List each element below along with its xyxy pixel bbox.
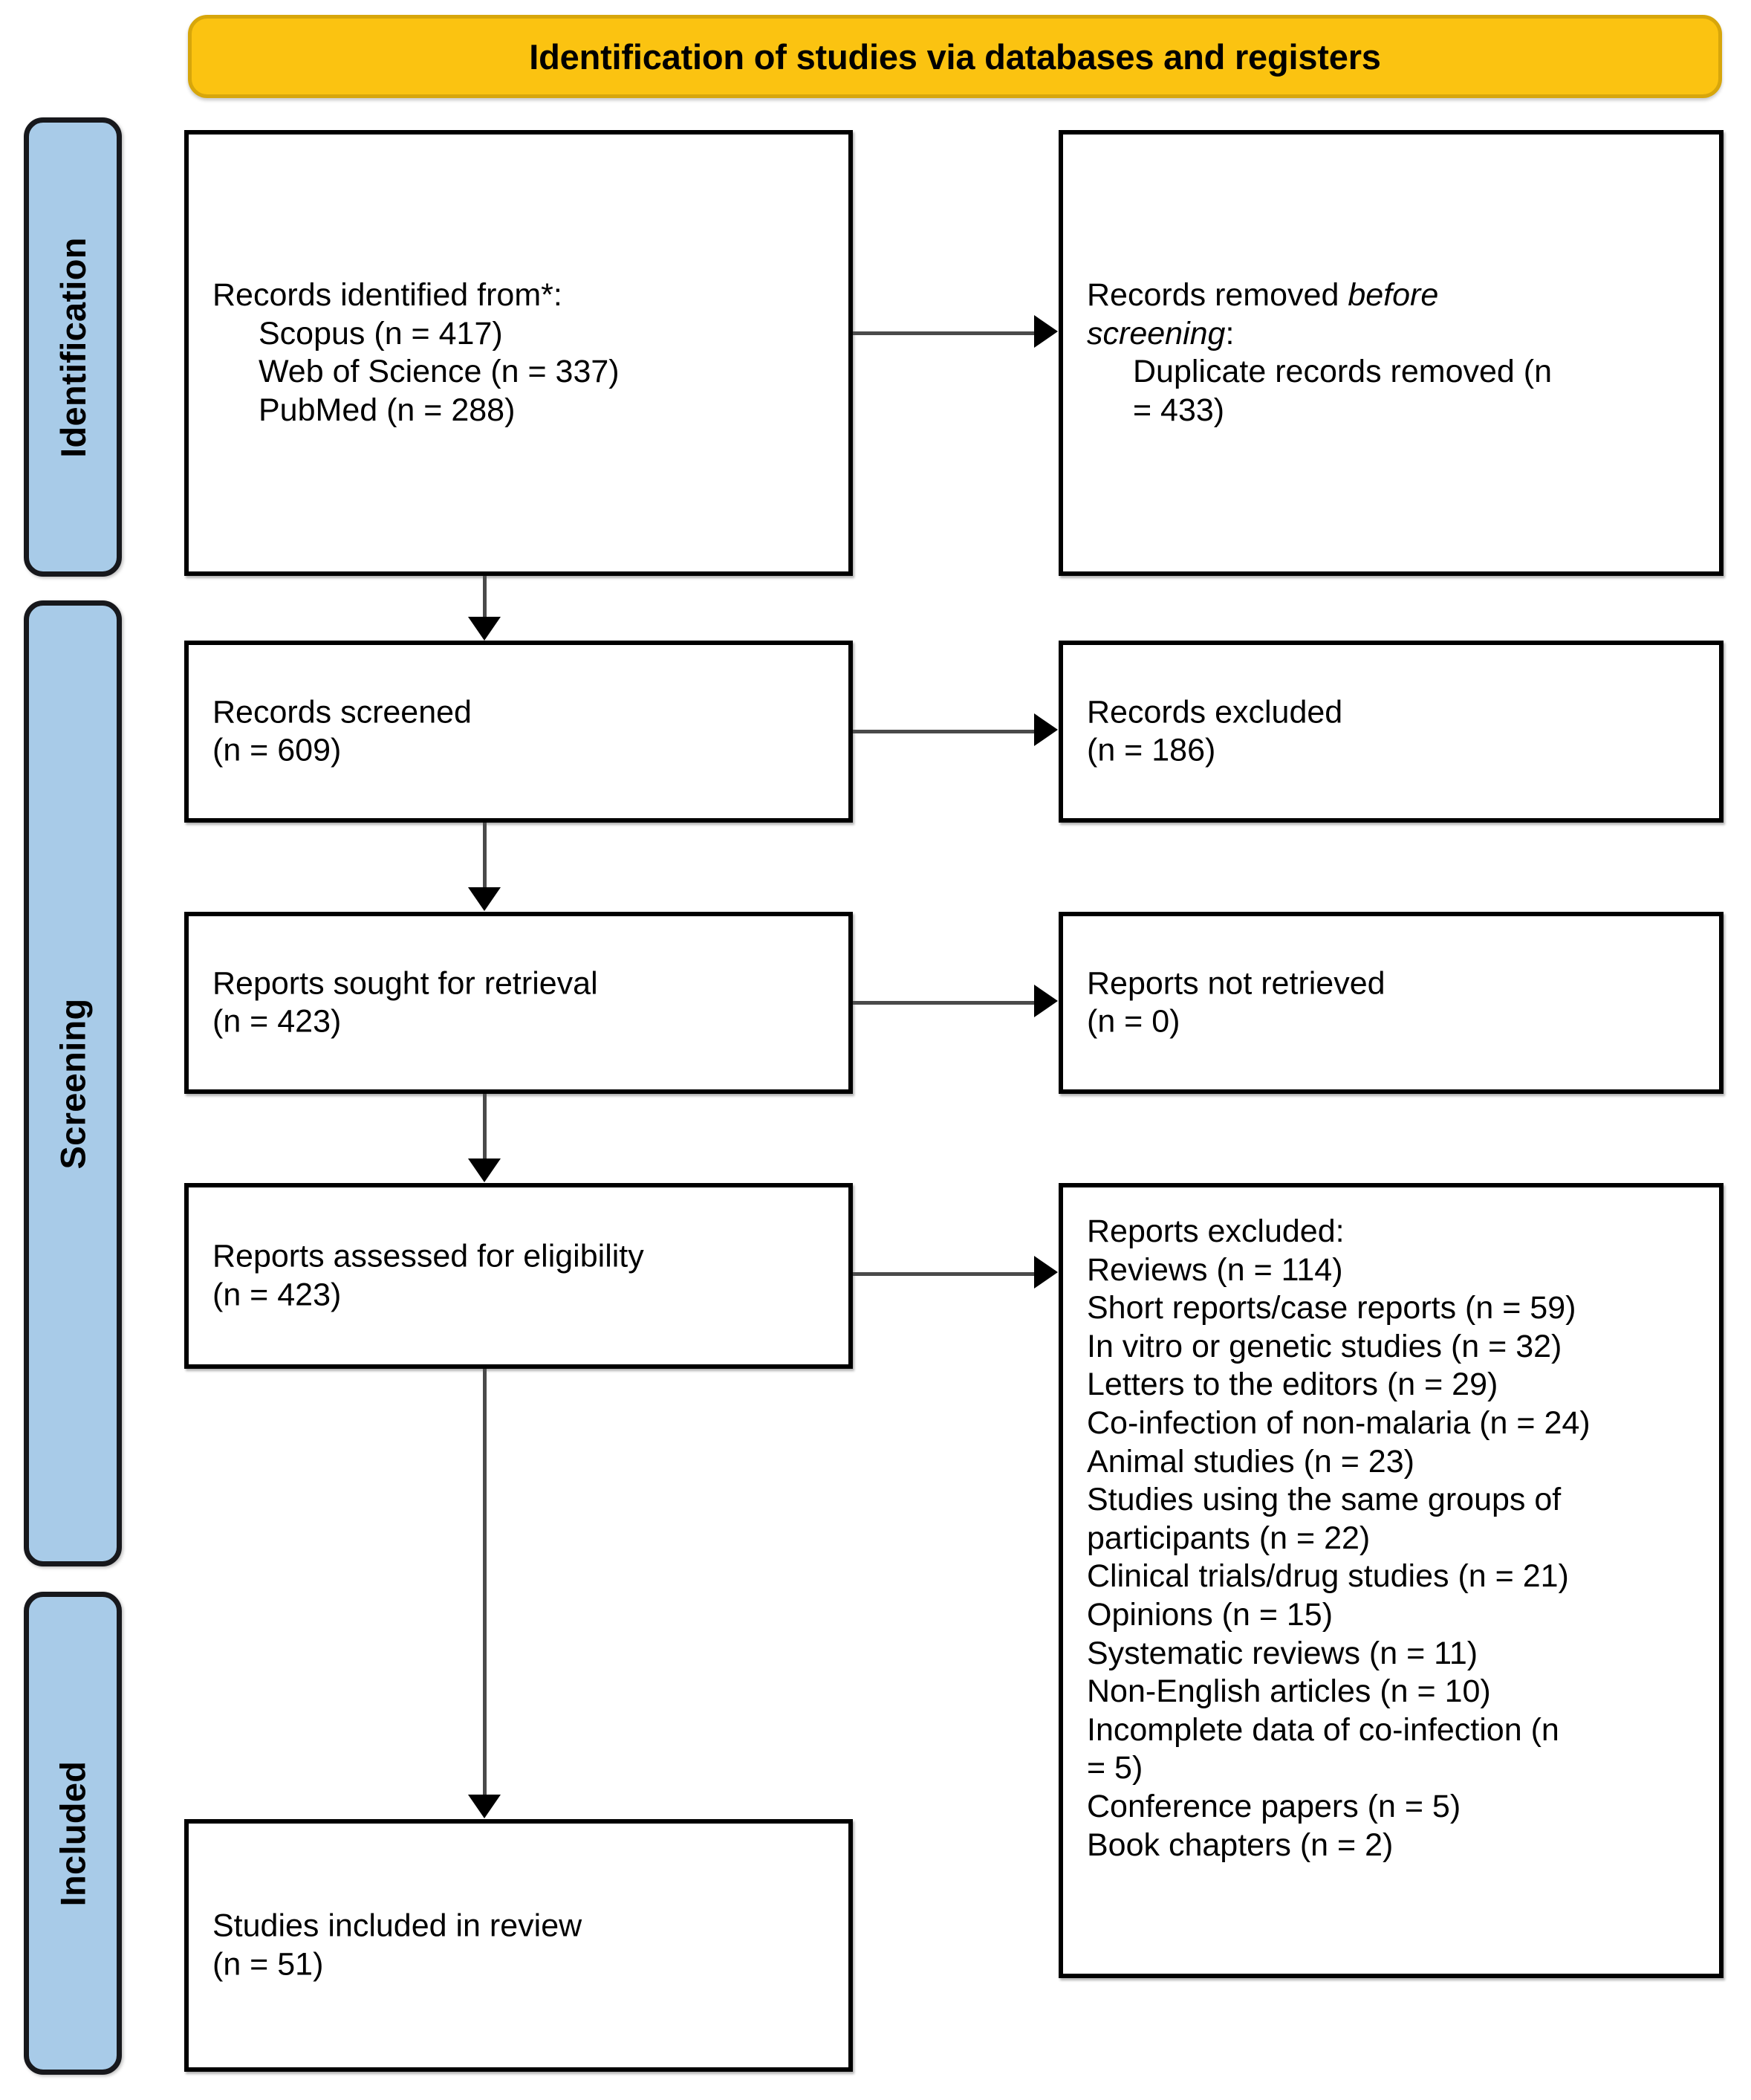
records-identified-heading: Records identified from*:	[212, 276, 562, 313]
reports-excluded-item-opinions: Opinions (n = 15)	[1087, 1596, 1333, 1633]
box-reports-excluded-body: Reports excluded: Reviews (n = 114) Shor…	[1087, 1213, 1703, 1864]
phase-tab-identification-label: Identification	[53, 236, 93, 458]
records-removed-heading-plain: Records removed	[1087, 276, 1348, 313]
arrow-assessed-to-reports-excluded-icon	[1034, 1256, 1058, 1289]
records-removed-heading-colon: :	[1225, 315, 1235, 351]
records-identified-item-wos: Web of Science (n = 337)	[259, 354, 620, 389]
connector-screened-to-excluded	[853, 730, 1037, 733]
stage-banner-identification: Identification of studies via databases …	[188, 15, 1722, 98]
box-reports-not-retrieved: Reports not retrieved (n = 0)	[1059, 912, 1724, 1094]
reports-not-retrieved-count: (n = 0)	[1087, 1003, 1180, 1040]
phase-tab-included-label: Included	[53, 1760, 93, 1906]
connector-screened-to-sought	[483, 823, 487, 891]
records-excluded-label: Records excluded	[1087, 693, 1343, 730]
reports-excluded-item-in-vitro: In vitro or genetic studies (n = 32)	[1087, 1328, 1562, 1364]
records-screened-label: Records screened	[212, 693, 472, 730]
connector-sought-to-assessed	[483, 1094, 487, 1162]
phase-tab-screening-label: Screening	[53, 998, 93, 1169]
connector-assessed-to-reports-excluded	[853, 1272, 1037, 1276]
records-identified-item-pubmed: PubMed (n = 288)	[259, 392, 516, 428]
box-reports-assessed-body: Reports assessed for eligibility (n = 42…	[212, 1237, 832, 1314]
connector-assessed-to-included	[483, 1369, 487, 1798]
reports-excluded-item-incomplete-data-1: Incomplete data of co-infection (n	[1087, 1711, 1559, 1748]
box-records-identified: Records identified from*: Scopus (n = 41…	[184, 130, 853, 576]
reports-excluded-item-systematic-reviews: Systematic reviews (n = 11)	[1087, 1635, 1478, 1671]
box-records-removed-body: Records removed before screening: Duplic…	[1087, 276, 1703, 430]
reports-excluded-item-non-english: Non-English articles (n = 10)	[1087, 1673, 1491, 1710]
box-studies-included: Studies included in review (n = 51)	[184, 1819, 853, 2072]
arrow-identified-to-removed-icon	[1034, 315, 1058, 348]
reports-excluded-item-short-reports: Short reports/case reports (n = 59)	[1087, 1290, 1576, 1326]
reports-excluded-item-same-groups-1: Studies using the same groups of	[1087, 1482, 1562, 1518]
reports-excluded-item-clinical-trials: Clinical trials/drug studies (n = 21)	[1087, 1558, 1569, 1595]
reports-excluded-item-same-groups-2: participants (n = 22)	[1087, 1520, 1371, 1556]
connector-identified-to-screened	[483, 576, 487, 620]
reports-excluded-item-animal-studies: Animal studies (n = 23)	[1087, 1443, 1414, 1480]
records-identified-item-scopus: Scopus (n = 417)	[259, 315, 503, 351]
connector-sought-to-not-retrieved	[853, 1001, 1037, 1005]
reports-excluded-heading: Reports excluded:	[1087, 1213, 1345, 1249]
box-records-screened: Records screened (n = 609)	[184, 641, 853, 823]
phase-tab-screening: Screening	[24, 600, 122, 1566]
phase-tab-included: Included	[24, 1592, 122, 2075]
box-reports-sought: Reports sought for retrieval (n = 423)	[184, 912, 853, 1094]
arrow-screened-to-excluded-icon	[1034, 713, 1058, 746]
reports-excluded-item-reviews: Reviews (n = 114)	[1087, 1251, 1343, 1288]
records-removed-heading-line1: Records removed before	[1087, 276, 1703, 315]
stage-banner-title: Identification of studies via databases …	[529, 36, 1381, 77]
records-excluded-count: (n = 186)	[1087, 732, 1216, 768]
box-records-identified-body: Records identified from*: Scopus (n = 41…	[212, 276, 832, 430]
box-records-removed: Records removed before screening: Duplic…	[1059, 130, 1724, 576]
arrow-assessed-to-included-icon	[468, 1795, 501, 1818]
reports-excluded-item-coinfection-nonmalaria: Co-infection of non-malaria (n = 24)	[1087, 1404, 1591, 1441]
reports-not-retrieved-label: Reports not retrieved	[1087, 965, 1385, 1001]
reports-assessed-count: (n = 423)	[212, 1277, 342, 1312]
reports-excluded-item-conference-papers: Conference papers (n = 5)	[1087, 1788, 1461, 1824]
box-records-excluded-body: Records excluded (n = 186)	[1087, 693, 1703, 770]
phase-tab-identification: Identification	[24, 117, 122, 577]
studies-included-label: Studies included in review	[212, 1908, 582, 1944]
records-removed-heading-emphasis: before	[1348, 276, 1439, 313]
records-removed-item-duplicates-2: = 433)	[1133, 392, 1225, 428]
reports-excluded-item-incomplete-data-2: = 5)	[1087, 1750, 1143, 1786]
arrow-screened-to-sought-icon	[468, 887, 501, 911]
box-records-screened-body: Records screened (n = 609)	[212, 693, 832, 770]
arrow-identified-to-screened-icon	[468, 617, 501, 641]
records-removed-item-duplicates-1: Duplicate records removed (n	[1133, 354, 1553, 389]
box-reports-not-retrieved-body: Reports not retrieved (n = 0)	[1087, 965, 1703, 1041]
records-screened-count: (n = 609)	[212, 732, 342, 768]
box-reports-assessed: Reports assessed for eligibility (n = 42…	[184, 1183, 853, 1369]
box-studies-included-body: Studies included in review (n = 51)	[212, 1907, 832, 1983]
records-removed-heading-emphasis-2: screening	[1087, 315, 1226, 351]
box-reports-sought-body: Reports sought for retrieval (n = 423)	[212, 965, 832, 1041]
reports-excluded-item-book-chapters: Book chapters (n = 2)	[1087, 1827, 1394, 1863]
records-removed-heading-line2: screening:	[1087, 314, 1703, 353]
reports-sought-count: (n = 423)	[212, 1003, 342, 1040]
reports-sought-label: Reports sought for retrieval	[212, 965, 598, 1001]
reports-assessed-label: Reports assessed for eligibility	[212, 1238, 644, 1274]
box-records-excluded: Records excluded (n = 186)	[1059, 641, 1724, 823]
reports-excluded-item-letters: Letters to the editors (n = 29)	[1087, 1367, 1498, 1403]
box-reports-excluded-list: Reports excluded: Reviews (n = 114) Shor…	[1059, 1183, 1724, 1978]
arrow-sought-to-assessed-icon	[468, 1158, 501, 1182]
connector-identified-to-removed	[853, 331, 1037, 335]
studies-included-count: (n = 51)	[212, 1946, 324, 1982]
arrow-sought-to-not-retrieved-icon	[1034, 985, 1058, 1017]
